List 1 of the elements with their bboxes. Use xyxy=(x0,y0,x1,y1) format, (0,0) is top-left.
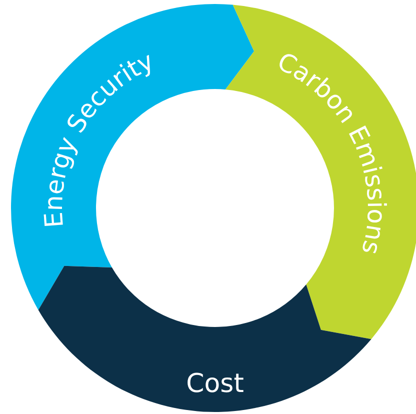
segment-label: Cost xyxy=(186,369,244,399)
